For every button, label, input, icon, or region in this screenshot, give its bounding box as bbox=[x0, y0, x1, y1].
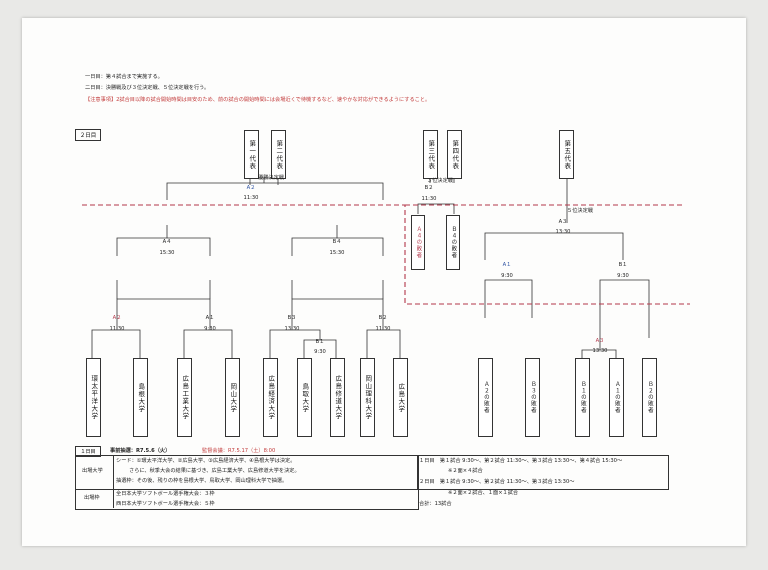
note-day1: 一日目：第４試合まで実施する。 bbox=[85, 74, 163, 80]
match-b4-code: B４ bbox=[332, 239, 342, 245]
match-a3-right-code: A３ bbox=[595, 338, 605, 344]
loser-b4: Ｂ４の敗者 bbox=[446, 215, 460, 270]
schedule-day2: ２日目 第１試合 9:30～、第２試合 11:30～、第３試合 13:30～ bbox=[419, 479, 575, 485]
schedule-day1: １日目 第１試合 9:30～、第２試合 11:30～、第３試合 13:30～、第… bbox=[419, 458, 623, 464]
match-a1-right-time: 9:30 bbox=[501, 273, 513, 279]
final-title: 優勝決定戦 bbox=[258, 175, 284, 181]
match-b4-time: 15:30 bbox=[329, 250, 345, 256]
match-b1-right-time: 9:30 bbox=[617, 273, 629, 279]
bracket-lines bbox=[82, 176, 690, 358]
match-a3-fifth-time: 13:30 bbox=[555, 229, 571, 235]
match-b2-left-code: B２ bbox=[378, 315, 388, 321]
entrants-table bbox=[75, 455, 419, 510]
schedule-day1-note: ※２面×４試合 bbox=[448, 468, 483, 474]
match-a1-left-code: A１ bbox=[205, 315, 215, 321]
seed-line: シード：①環太平洋大学、②広島大学、③広島経済大学、④島根大学は決定。 bbox=[116, 458, 296, 464]
day2-label: ２日目 bbox=[75, 129, 101, 141]
loser-box: Ｂ２の敗者 bbox=[642, 358, 657, 437]
loser-a4: Ａ４の敗者 bbox=[411, 215, 425, 270]
team-box: 岡山理科大学 bbox=[360, 358, 375, 437]
note-day2: 二日目：決勝戦及び３位決定戦、５位決定戦を行う。 bbox=[85, 85, 210, 91]
quota-all-japan: 全日本大学ソフトボール選手権大会：３枠 bbox=[116, 491, 215, 497]
match-b3-left-time: 13:30 bbox=[284, 326, 300, 332]
match-a2-left-time: 11:30 bbox=[109, 326, 125, 332]
schedule-day2-note: ※２面×２試合、１面×１試合 bbox=[448, 490, 519, 496]
schedule-total: 合計：13試合 bbox=[419, 501, 452, 507]
loser-box: Ａ２の敗者 bbox=[478, 358, 493, 437]
team-box: 鳥取大学 bbox=[297, 358, 312, 437]
loser-box: Ｂ３の敗者 bbox=[525, 358, 540, 437]
schedule-box bbox=[417, 455, 669, 490]
meeting-date: 監督会議：R7.5.17（土）8:00 bbox=[202, 448, 276, 454]
match-a4-time: 15:30 bbox=[159, 250, 175, 256]
tournament-sheet: 一日目：第４試合まで実施する。 二日目：決勝戦及び３位決定戦、５位決定戦を行う。… bbox=[22, 18, 746, 546]
match-b1-right-code: B１ bbox=[618, 262, 628, 268]
note-caution: 【注意事項】2試合目以降の試合開始時間は目安のため、前の試合の開始時間には会場近… bbox=[85, 97, 431, 103]
match-a1-left-time: 9:30 bbox=[204, 326, 216, 332]
team-box: 環太平洋大学 bbox=[86, 358, 101, 437]
day-boundary-line bbox=[82, 204, 690, 305]
draw-date: 事前抽選：R7.5.6（火） bbox=[110, 448, 171, 454]
match-b2-third-time: 11:30 bbox=[421, 196, 437, 202]
team-third-rep: 第三代表 bbox=[423, 130, 438, 179]
day1-label: １日目 bbox=[75, 446, 101, 457]
quota-west-japan: 西日本大学ソフトボール選手権大会：５枠 bbox=[116, 501, 215, 507]
match-a4-code: A４ bbox=[162, 239, 172, 245]
match-b3-left-code: B３ bbox=[287, 315, 297, 321]
seed-line-2: さらに、秋季大会の結果に基づき、広島工業大学、広島修道大学を決定。 bbox=[129, 468, 300, 474]
match-a2-left-code: A２ bbox=[112, 315, 122, 321]
match-a3-right-time: 13:30 bbox=[592, 348, 608, 354]
team-first-rep: 第一代表 bbox=[244, 130, 259, 179]
loser-box: Ａ１の敗者 bbox=[609, 358, 624, 437]
team-fifth-rep: 第五代表 bbox=[559, 130, 574, 179]
loser-box: Ｂ１の敗者 bbox=[575, 358, 590, 437]
quota-label: 出場枠 bbox=[84, 495, 100, 501]
team-box: 広島経済大学 bbox=[263, 358, 278, 437]
team-box: 広島修道大学 bbox=[330, 358, 345, 437]
fifth-title: ５位決定戦 bbox=[567, 208, 593, 214]
team-box: 島根大学 bbox=[133, 358, 148, 437]
draw-line: 抽選枠：その後、残りの枠を島根大学、鳥取大学、岡山理科大学で抽選。 bbox=[116, 478, 288, 484]
match-a2-top-code: A２ bbox=[246, 185, 256, 191]
match-b2-left-time: 11:30 bbox=[375, 326, 391, 332]
team-box: 岡山大学 bbox=[225, 358, 240, 437]
third-title: ３位決定戦 bbox=[427, 178, 453, 184]
match-a2-top-time: 11:30 bbox=[243, 195, 259, 201]
match-b2-third-code: B２ bbox=[424, 185, 434, 191]
team-second-rep: 第二代表 bbox=[271, 130, 286, 179]
team-fourth-rep: 第四代表 bbox=[447, 130, 462, 179]
team-box: 広島工業大学 bbox=[177, 358, 192, 437]
match-b1-left-time: 9:30 bbox=[314, 349, 326, 355]
match-a1-right-code: A１ bbox=[502, 262, 512, 268]
team-box: 広島大学 bbox=[393, 358, 408, 437]
match-a3-fifth-code: A３ bbox=[558, 219, 568, 225]
entrants-label: 出場大学 bbox=[82, 468, 103, 474]
match-b1-left-code: B１ bbox=[315, 339, 325, 345]
